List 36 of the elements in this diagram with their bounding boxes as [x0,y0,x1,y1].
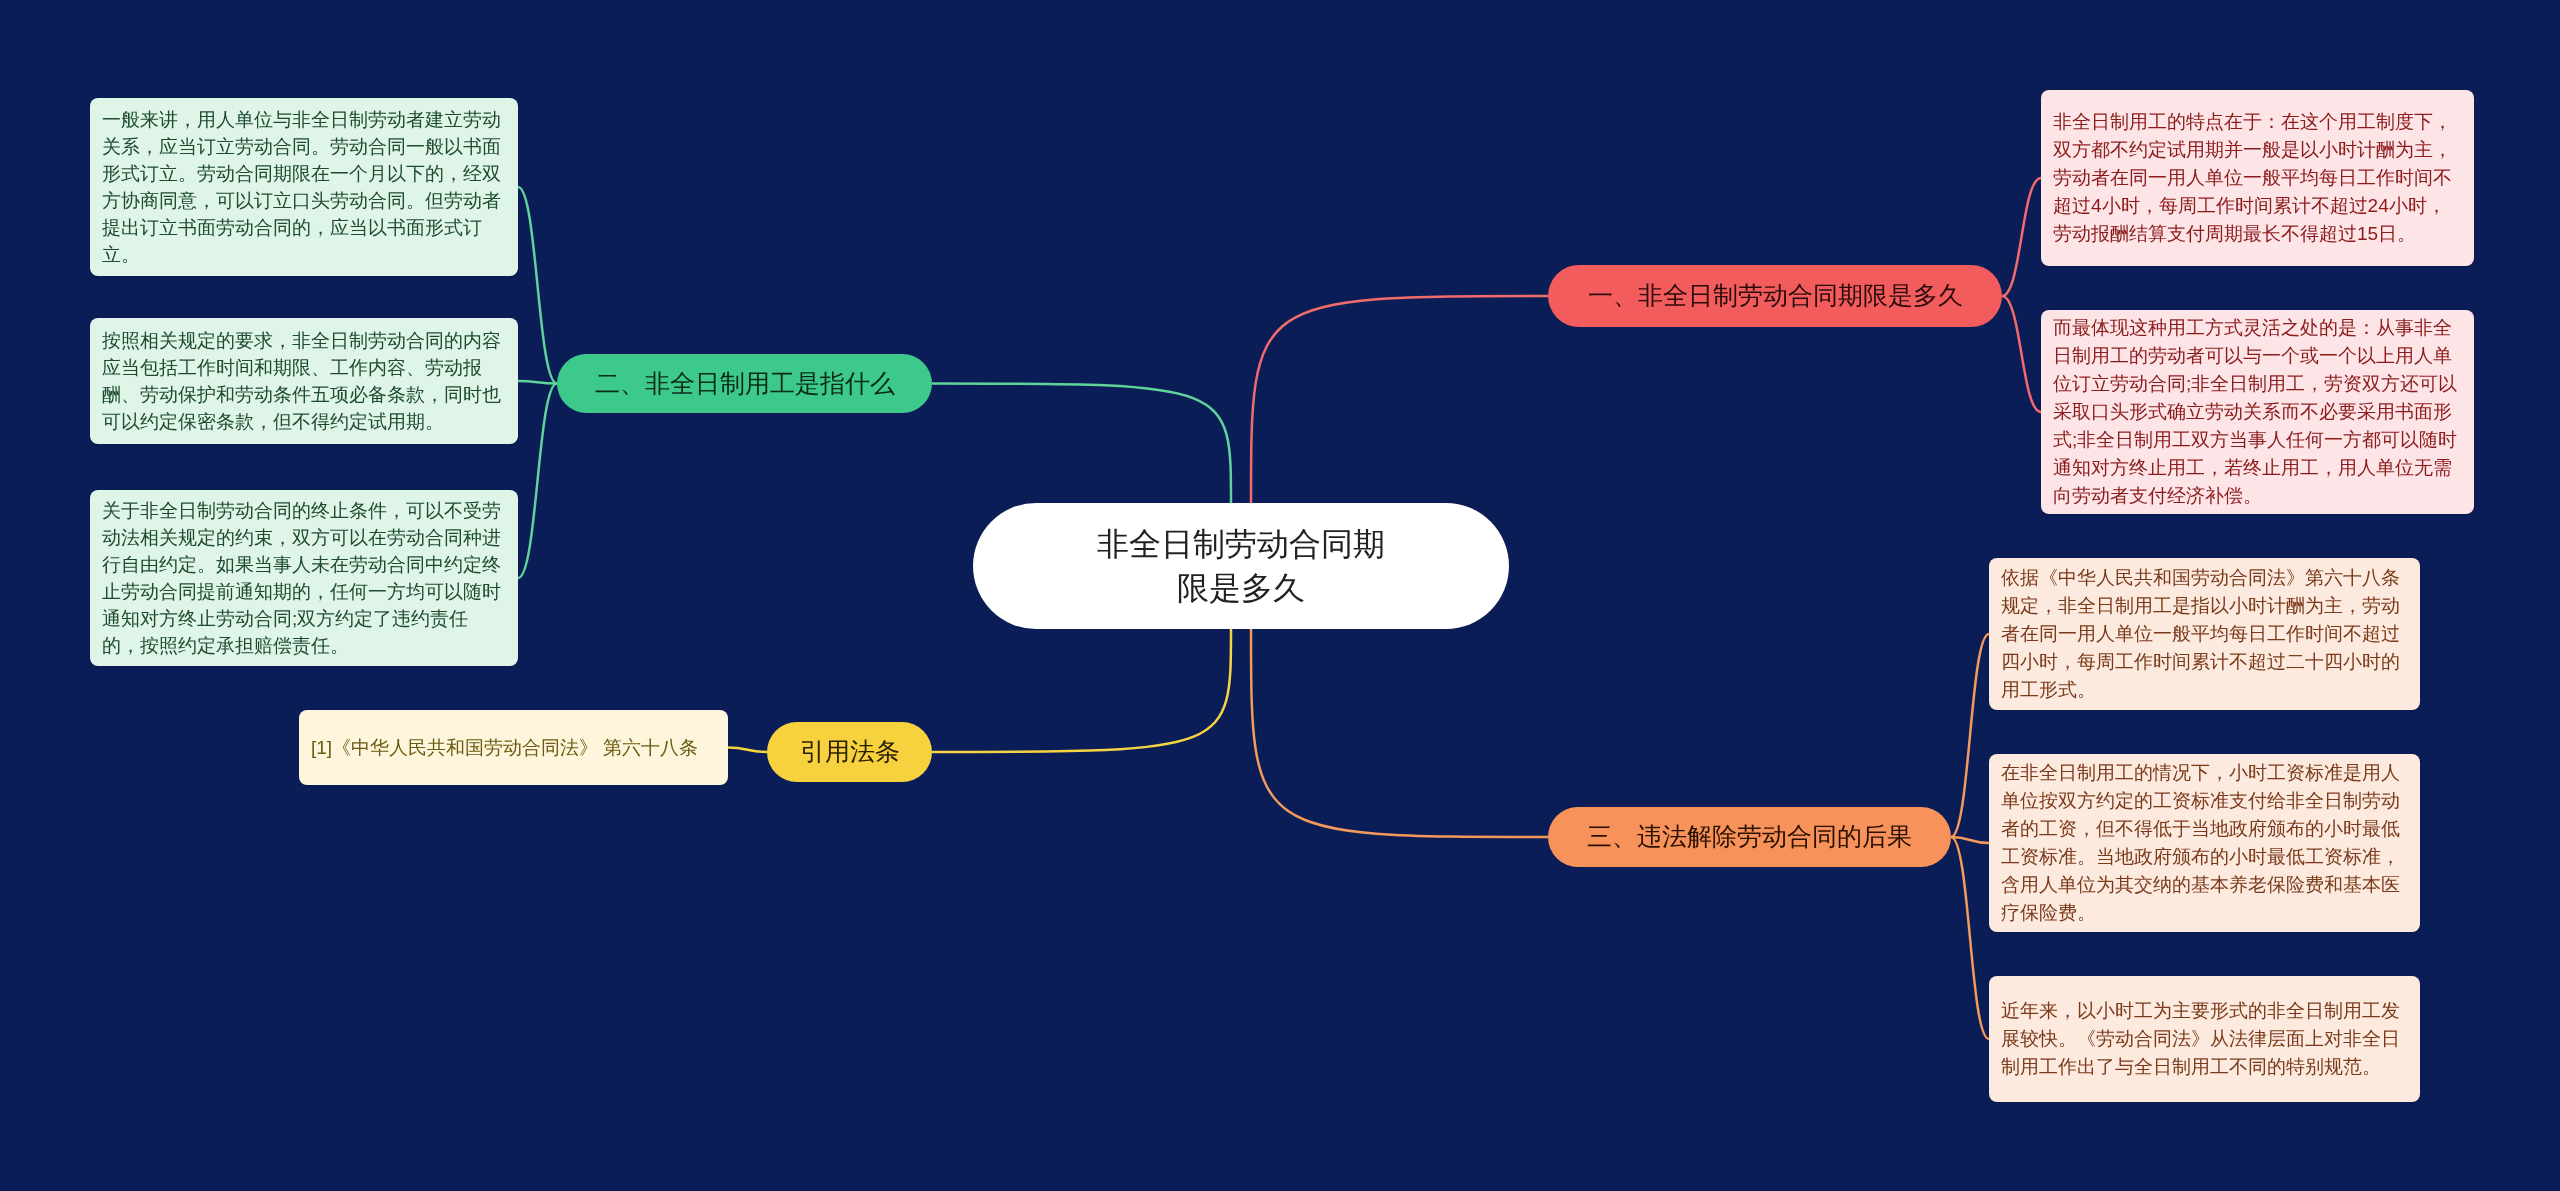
node-text: 关于非全日制劳动合同的终止条件，可以不受劳动法相关规定的约束，双方可以在劳动合同种进行自由约定。如果当事人未在劳动合同中约定终止劳动合同提前通知期的，任何一方均可以随时通知对方终止劳动合同;双方约定了违约责任的，按照约定承担赔偿责任。 [102,499,502,658]
node-text: [1]《中华人民共和国劳动合同法》 第六十八条 [311,736,699,760]
node-text: 三、违法解除劳动合同的后果 [1587,821,1912,853]
connector [1950,633,1990,838]
node-text: 按照相关规定的要求，非全日制劳动合同的内容应当包括工作时间和期限、工作内容、劳动报酬、劳动保护和劳动条件五项必备条款，同时也可以约定保密条款，但不得约定试用期。 [102,329,502,434]
connector [932,382,1233,503]
node-text: 近年来，以小时工为主要形式的非全日制用工发展较快。《劳动合同法》从法律层面上对非全日制用工作出了与全日制用工不同的特别规范。 [2001,999,2401,1079]
node-text: 非全日制用工的特点在于：在这个用工制度下，双方都不约定试用期并一般是以小时计酬为主，劳动者在同一用人单位一般平均每日工作时间不超过4小时，每周工作时间累计不超过24小时，劳动报酬结算支付周期最长不得超过15日。 [2053,110,2453,246]
note-card [2041,90,2474,266]
connector [517,186,558,385]
node-text: 依据《中华人民共和国劳动合同法》第六十八条规定，非全日制用工是指以小时计酬为主，劳动者在同一用人单位一般平均每日工作时间不超过四小时，每周工作时间累计不超过二十四小时的用工形式。 [2001,566,2401,702]
node-text: 一般来讲，用人单位与非全日制劳动者建立劳动关系，应当订立劳动合同。劳动合同一般以书面形式订立。劳动合同期限在一个月以下的，经双方协商同意，可以订立口头劳动合同。但劳动者提出订立书面劳动合同的，应当以书面形式订立。 [102,108,502,267]
connector [727,746,768,754]
connector [1950,835,1990,845]
note-card [1989,558,2420,710]
node-text: 在非全日制用工的情况下，小时工资标准是用人单位按双方约定的工资标准支付给非全日制劳动者的工资，但不得低于当地政府颁布的小时最低工资标准。当地政府颁布的小时最低工资标准，含用人单位为其交纳的基本养老保险费和基本医疗保险费。 [2001,761,2401,925]
node-text: 二、非全日制用工是指什么 [594,367,895,399]
note-card [90,98,518,276]
connector [517,382,558,579]
branch-topic [1548,807,1951,867]
node-text: 非全日制劳动合同期限是多久 [1096,525,1386,608]
note-card [90,490,518,666]
connector [2001,294,2042,414]
note-card [90,318,518,444]
connector [1249,294,1548,503]
node-text: 引用法条 [799,736,900,768]
node-text: 而最体现这种用工方式灵活之处的是：从事非全日制用工的劳动者可以与一个或一个以上用人单位订立劳动合同;非全日制用工，劳资双方还可以采取口头形式确立劳动关系而不必要采用书面形式;非全日制用工双方当事人任何一方都可以随时通知对方终止用工，若终止用工，用人单位无需向劳动者支付经济补偿。 [2053,316,2459,508]
connector [1950,836,1990,1040]
note-card [1989,976,2420,1102]
node-text: 一、非全日制劳动合同期限是多久 [1587,280,1963,312]
connector [1249,629,1548,839]
connector [932,629,1233,754]
citation-card [299,710,728,785]
branch-topic [767,722,932,782]
connector [518,379,557,385]
connector [2001,176,2042,298]
